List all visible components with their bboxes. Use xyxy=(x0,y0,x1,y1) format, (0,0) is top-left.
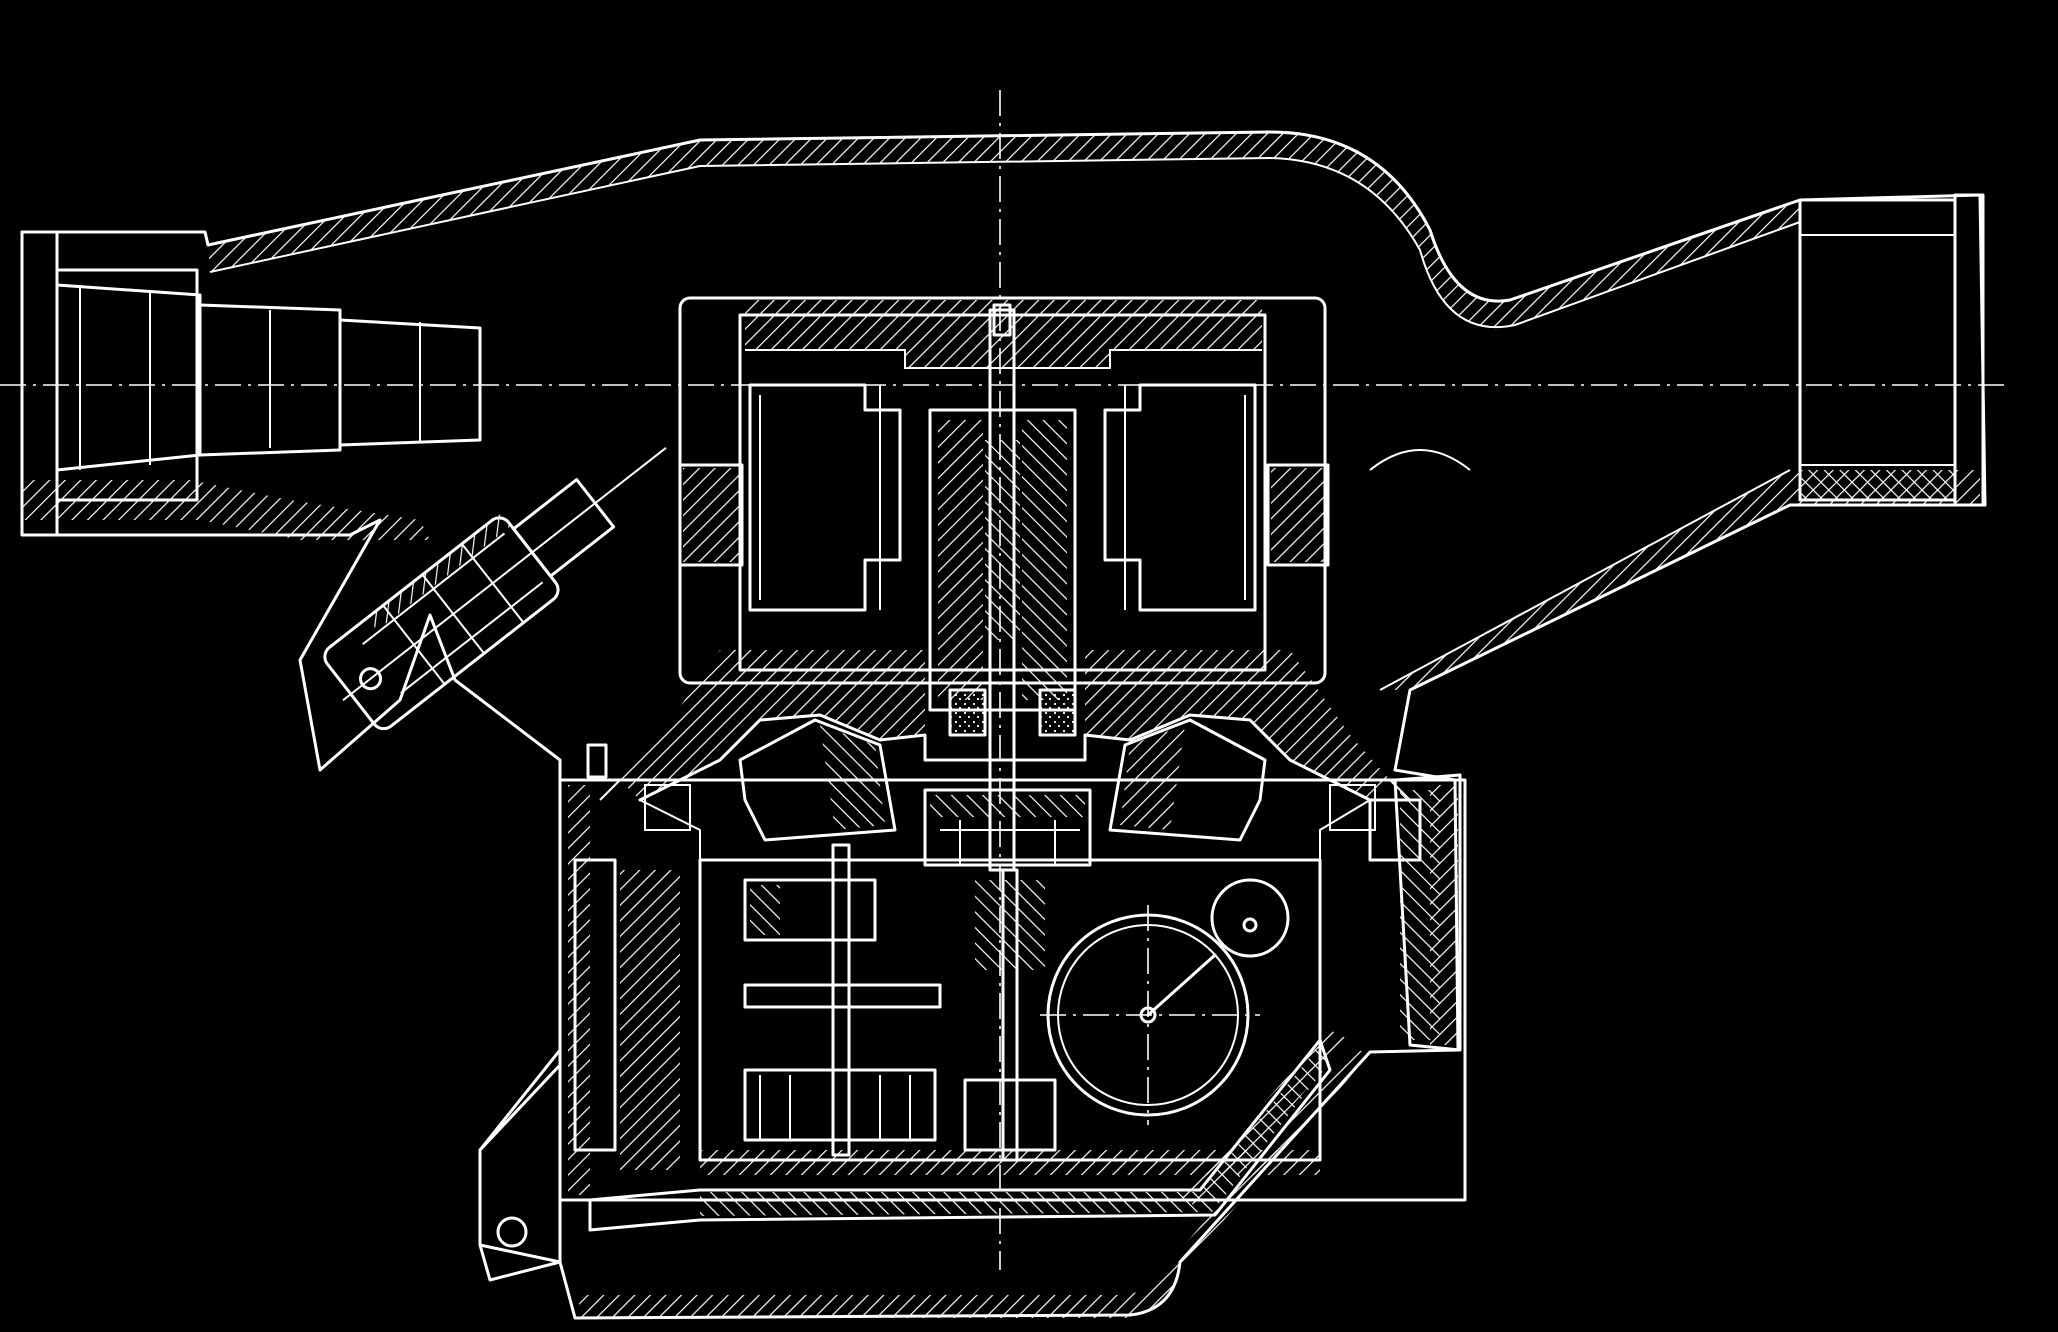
casing-wall-lower-left xyxy=(22,480,430,540)
casing-wall-upper xyxy=(208,132,1800,328)
impeller-left xyxy=(738,718,897,842)
outlet-port-right xyxy=(1798,193,1985,507)
lower-shroud xyxy=(588,1038,1332,1232)
rotor-can xyxy=(928,408,1077,712)
inlet-detail-lines xyxy=(79,285,421,470)
casing-wall-right-diagonal xyxy=(1380,470,1980,690)
hub-detail xyxy=(940,820,1080,865)
inlet-port-left xyxy=(20,230,482,537)
impeller-right xyxy=(1108,718,1267,842)
impeller-right-hatch xyxy=(1120,725,1185,830)
motor-top-cap-outline xyxy=(745,349,1262,369)
seal-ring-left xyxy=(644,784,691,831)
counter-dial-small xyxy=(1210,878,1290,958)
impeller-hub-hatch xyxy=(930,795,1085,817)
gear-housing-left-wall xyxy=(568,785,590,1195)
center-gear-block xyxy=(975,880,1045,970)
bearing-plate-right xyxy=(1085,650,1390,800)
bearing-left xyxy=(950,690,985,735)
bearing-plate-left xyxy=(620,650,925,800)
left-side-slab xyxy=(573,858,617,1152)
counter-dial-small-hub xyxy=(1242,917,1258,933)
bearing-right xyxy=(1040,690,1075,735)
bearing-plate xyxy=(620,650,1390,867)
casing-wall-bottom xyxy=(578,1050,1372,1318)
center-gear-shaft xyxy=(1001,868,1019,1162)
motor-right-boss-hatch xyxy=(1271,468,1325,562)
mounting-hole-left xyxy=(496,1216,528,1248)
flow-channel-right xyxy=(1319,779,1411,860)
outlet-neck xyxy=(1798,198,1957,502)
lower-shroud-hatch xyxy=(700,1045,1328,1216)
impeller-left-hatch xyxy=(820,725,885,830)
vent-hatch xyxy=(367,513,512,631)
lower-gear-housing xyxy=(478,743,1467,1282)
vent-axis xyxy=(342,447,667,702)
inlet-taper-3 xyxy=(338,318,482,447)
motor-right-boss xyxy=(1266,463,1330,567)
left-side-bracket xyxy=(586,743,608,779)
motor-left-boss xyxy=(678,463,744,567)
casing-inner-duct-lower xyxy=(1369,449,1791,691)
center-lines xyxy=(0,90,2010,1270)
inlet-taper-2 xyxy=(198,303,342,457)
bearing-plate-outline xyxy=(638,713,1372,802)
left-gear-disc xyxy=(743,983,942,1009)
impeller-hub xyxy=(923,788,1092,867)
stator-right xyxy=(1103,383,1257,612)
seal-ring-right xyxy=(1329,784,1376,831)
stator-inner-lines xyxy=(759,385,1246,610)
casing-inner-duct xyxy=(209,156,1801,329)
inlet-taper-1 xyxy=(55,283,202,472)
mounting-lug-left xyxy=(478,1063,562,1282)
left-gear-upper-hatch xyxy=(750,885,780,935)
left-gear-lower xyxy=(743,1068,937,1142)
motor-left-boss-hatch xyxy=(683,468,739,562)
stator-left xyxy=(748,383,902,612)
outlet-inner xyxy=(1800,234,1955,466)
center-gear-lower xyxy=(963,1078,1057,1152)
rotor-hatch-left xyxy=(938,420,983,700)
outlet-hatch xyxy=(1800,470,1955,500)
left-side-slab-hatch xyxy=(620,870,680,1170)
angled-vent-valve xyxy=(323,447,667,731)
flow-channel-details xyxy=(599,779,1411,860)
rotor-hatch-right xyxy=(1022,420,1067,700)
left-gear-teeth xyxy=(759,1075,911,1140)
left-gear-shaft xyxy=(831,843,851,1157)
left-gear-upper xyxy=(743,878,877,942)
flow-channel-left xyxy=(599,779,701,860)
shaft-top-cap xyxy=(992,303,1012,337)
bearing-right-frame xyxy=(1038,688,1077,737)
bearing-left-frame xyxy=(948,688,987,737)
motor-housing xyxy=(678,296,1330,872)
dial-pointer xyxy=(1146,953,1217,1017)
outlet-flange xyxy=(1953,193,1985,507)
